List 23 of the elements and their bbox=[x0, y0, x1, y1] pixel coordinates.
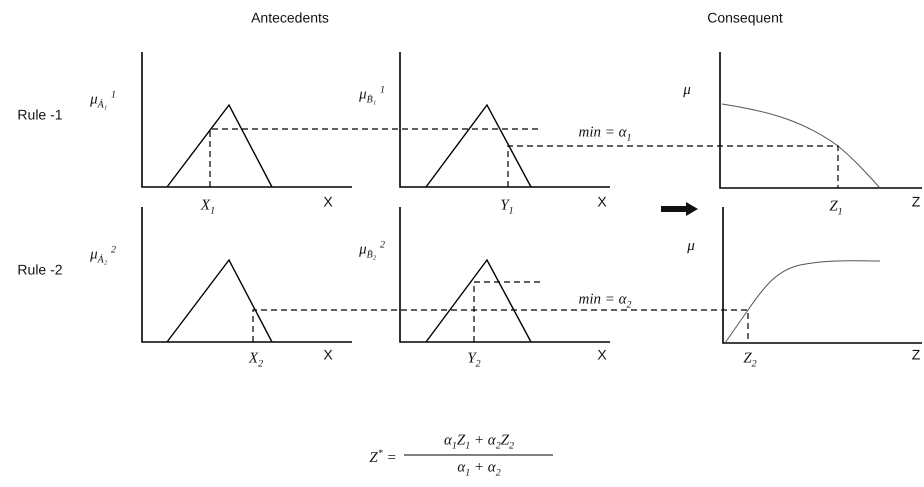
tick-label: Y$_{2}$ bbox=[467, 350, 481, 370]
tick-label: X$_{1}$ bbox=[200, 198, 216, 216]
tick-label: Z$_{2}$ bbox=[743, 350, 757, 370]
formula-denominator: α$_{1}$ + α$_{2}$ bbox=[457, 460, 501, 478]
formula-numerator: α$_{1}$Z$_{1}$ + α$_{2}$Z$_{2}$ bbox=[444, 432, 514, 452]
axis-label: μ bbox=[683, 82, 691, 98]
axis-label: Z bbox=[912, 347, 920, 363]
rule-label: Rule -1 bbox=[17, 107, 63, 123]
axis-label: μ bbox=[687, 238, 695, 254]
formula-text: Z$^{*}$ = bbox=[369, 448, 397, 466]
axis-label: X bbox=[597, 194, 607, 210]
tick-label: X$_{2}$ bbox=[248, 350, 264, 370]
min-label: min = α$_{1}$ bbox=[578, 124, 632, 144]
tick-label: Y$_{1}$ bbox=[500, 198, 514, 216]
axis-label: X bbox=[323, 194, 333, 210]
min-label: min = α$_{2}$ bbox=[578, 292, 632, 310]
rule-label: Rule -2 bbox=[17, 262, 63, 278]
column-heading: Antecedents bbox=[251, 10, 329, 26]
axis-label: X bbox=[323, 347, 333, 363]
axis-label: Z bbox=[912, 194, 920, 210]
axis-label: X bbox=[597, 347, 607, 363]
tick-label: Z$_{1}$ bbox=[829, 198, 843, 218]
column-heading: Consequent bbox=[707, 10, 783, 26]
